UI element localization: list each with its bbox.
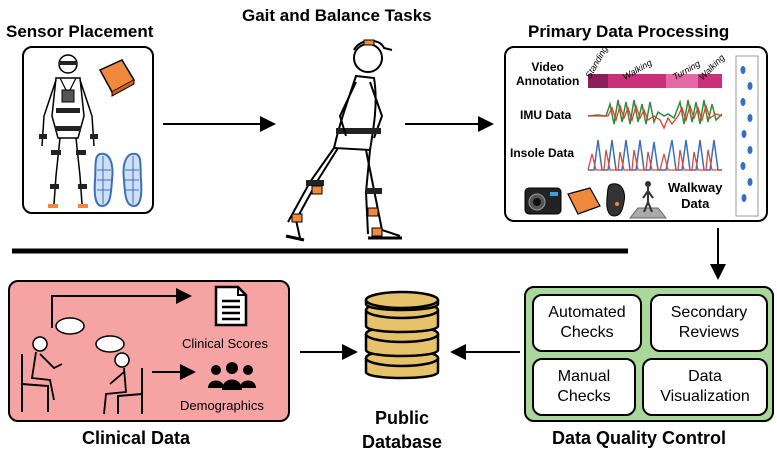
- imu-signal-plot: [587, 99, 723, 130]
- data-visualization-box: Data Visualization: [642, 358, 768, 416]
- demographics-label: Demographics: [180, 398, 264, 413]
- automated-checks-box: Automated Checks: [532, 294, 642, 352]
- sensor-body-figure: [39, 54, 98, 208]
- imu-data-label: IMU Data: [520, 108, 572, 122]
- insole-signal-plot: [587, 139, 722, 171]
- insole-icon: [606, 183, 625, 217]
- clinical-data-title: Clinical Data: [82, 428, 191, 448]
- insole-data-label: Insole Data: [510, 146, 575, 160]
- data-quality-control-title: Data Quality Control: [552, 428, 727, 448]
- walkway-data-label: Walkway Data: [668, 180, 723, 211]
- walking-person-illustration: [285, 39, 402, 242]
- clinician-patient-illustration: [21, 317, 143, 415]
- sensor-placement-title: Sensor Placement: [6, 22, 154, 41]
- imu-sensor-icon: [567, 187, 601, 215]
- document-icon: [214, 285, 248, 327]
- primary-processing-title: Primary Data Processing: [528, 22, 730, 41]
- insole-sensors-icon: [93, 152, 143, 208]
- gait-tasks-title: Gait and Balance Tasks: [242, 6, 432, 25]
- walkway-footprints: [735, 55, 759, 217]
- people-group-icon: [208, 362, 256, 390]
- camera-icon: [524, 187, 562, 215]
- walkway-person-icon: [628, 181, 668, 219]
- manual-checks-box: Manual Checks: [532, 358, 636, 416]
- public-database-title: Public Database: [361, 408, 443, 452]
- tablet-icon: [98, 59, 136, 97]
- secondary-reviews-box: Secondary Reviews: [650, 294, 768, 352]
- annotation-bar: [588, 74, 722, 88]
- database-icon: [364, 290, 440, 380]
- clinical-scores-label: Clinical Scores: [182, 336, 268, 351]
- video-annotation-label: Video Annotation: [516, 60, 580, 88]
